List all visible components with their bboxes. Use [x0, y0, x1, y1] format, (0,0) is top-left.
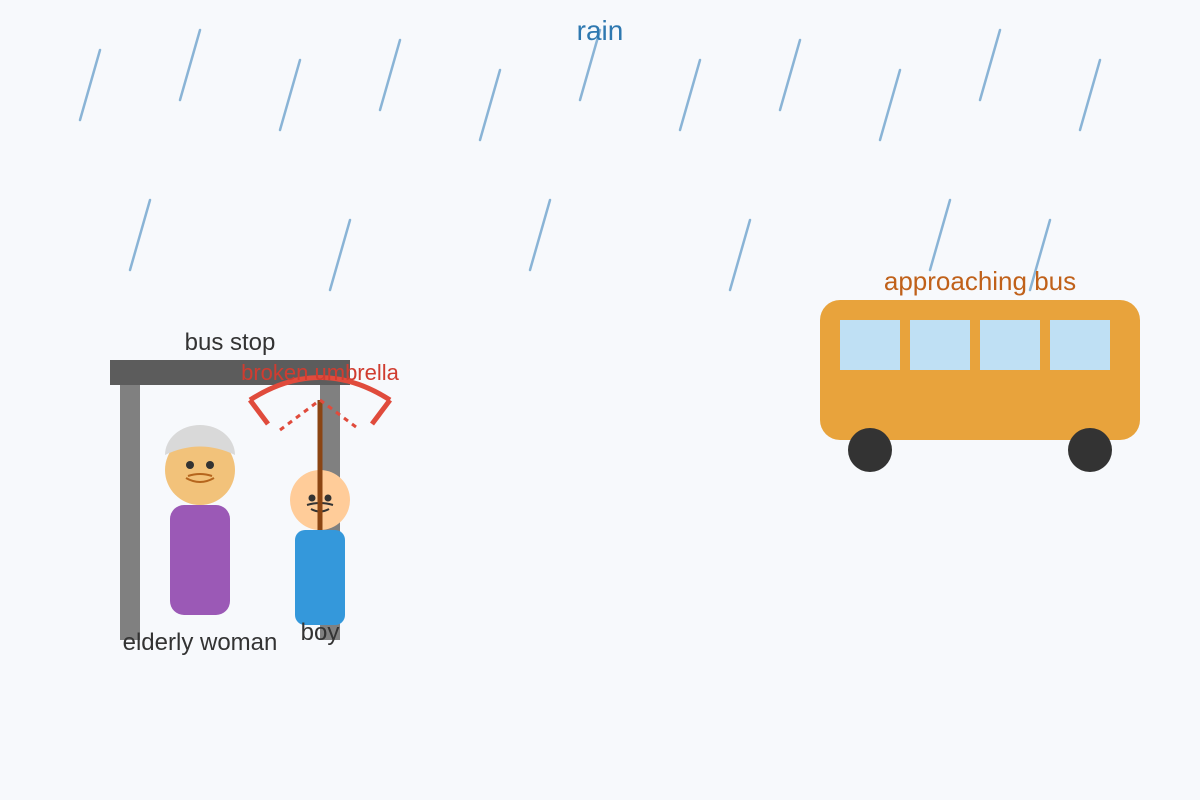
- rain-drop-icon: [528, 198, 552, 272]
- rain-drop-icon: [678, 58, 702, 132]
- rain-drop-icon: [578, 28, 602, 102]
- woman-hair: [165, 425, 235, 455]
- bus-window-1: [840, 320, 900, 370]
- rain-drop-icon: [1028, 218, 1052, 292]
- umbrella-rib-right: [370, 398, 392, 426]
- rain-drops: [78, 28, 1102, 292]
- rain-drop-icon: [878, 68, 902, 142]
- rain-drop-icon: [728, 218, 752, 292]
- rain-drop-icon: [1078, 58, 1102, 132]
- rain-drop-icon: [178, 28, 202, 102]
- woman-body: [170, 505, 230, 615]
- rain-drop-icon: [78, 48, 102, 122]
- broken-umbrella-icon: [248, 375, 392, 530]
- boy-body: [295, 530, 345, 625]
- bus-window-2: [910, 320, 970, 370]
- boy-label: boy: [301, 619, 340, 646]
- rain-drop-icon: [928, 198, 952, 272]
- bus-window-3: [980, 320, 1040, 370]
- umbrella-canopy: [248, 375, 392, 403]
- rain-label: rain: [577, 15, 624, 46]
- elderly-woman-figure: [165, 425, 235, 615]
- boy-eye-left: [308, 494, 316, 502]
- rain-drop-icon: [978, 28, 1002, 102]
- bus-wheel-rear: [1068, 428, 1112, 472]
- bus-icon: [820, 300, 1140, 472]
- bus-window-4: [1050, 320, 1110, 370]
- rain-drop-icon: [128, 198, 152, 272]
- rain-drop-icon: [378, 38, 402, 112]
- bus-wheel-front: [848, 428, 892, 472]
- rain-drop-icon: [478, 68, 502, 142]
- rain-drop-icon: [278, 58, 302, 132]
- woman-mouth: [185, 477, 215, 483]
- rain-drop-icon: [328, 218, 352, 292]
- shelter-post-left: [120, 385, 140, 640]
- elderly-woman-label: elderly woman: [123, 629, 278, 656]
- umbrella-broken-ribs: [279, 398, 361, 432]
- broken-umbrella-label: broken umbrella: [241, 360, 400, 385]
- shelter-roof: [110, 360, 350, 385]
- woman-face: [165, 435, 235, 505]
- bus-stop-shelter-icon: [110, 360, 350, 640]
- approaching-bus-label: approaching bus: [884, 266, 1076, 296]
- rain-drop-icon: [778, 38, 802, 112]
- woman-eye-right: [206, 461, 214, 469]
- bus-stop-label: bus stop: [185, 329, 276, 356]
- umbrella-rib-left: [248, 398, 270, 426]
- woman-eye-left: [186, 461, 194, 469]
- boy-eye-right: [324, 494, 332, 502]
- woman-smile-line: [187, 473, 213, 477]
